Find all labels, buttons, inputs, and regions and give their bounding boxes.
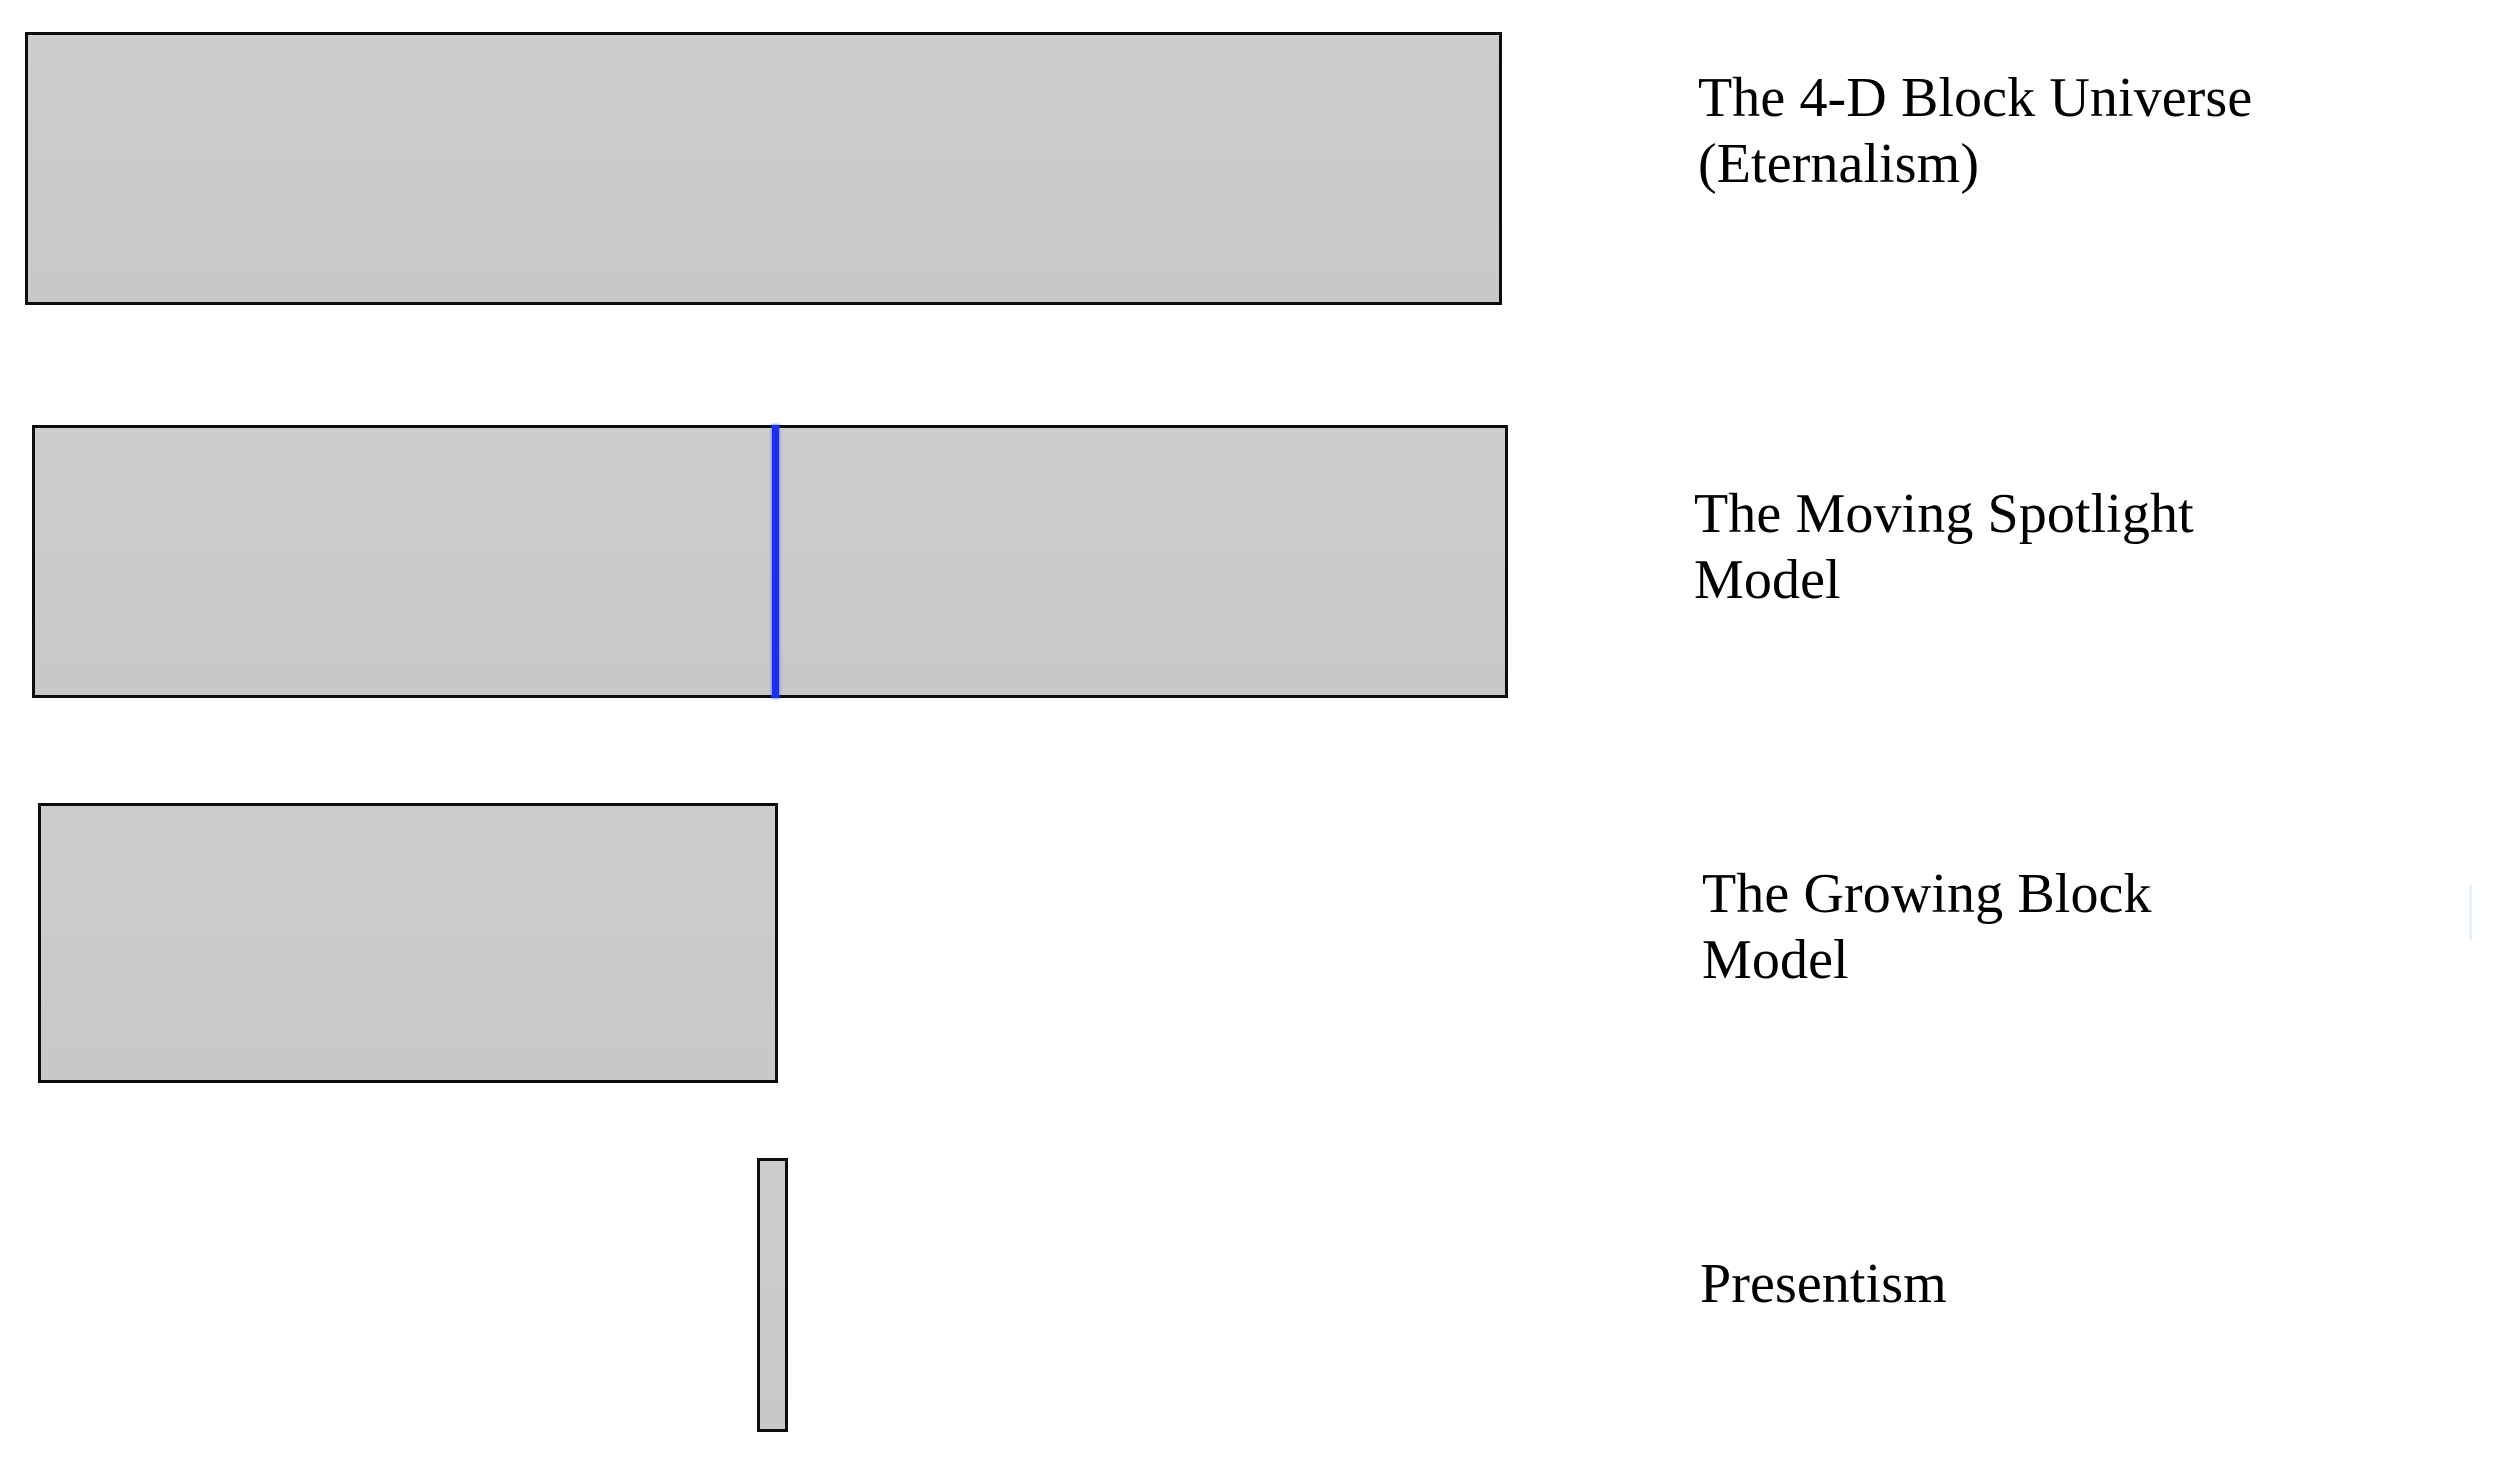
block-fill-growing-block xyxy=(41,806,775,1080)
edge-artifact xyxy=(2469,885,2472,940)
block-fill-eternalism xyxy=(28,35,1499,302)
label-eternalism: The 4-D Block Universe (Eternalism) xyxy=(1698,67,2253,195)
block-fill-presentism xyxy=(760,1161,785,1429)
present-moment-spotlight-line xyxy=(772,425,779,698)
block-fill-moving-spotlight xyxy=(35,428,1505,695)
block-moving-spotlight xyxy=(32,425,1508,698)
block-presentism xyxy=(757,1158,788,1432)
label-presentism: Presentism xyxy=(1700,1253,1947,1315)
label-moving-spotlight: The Moving Spotlight Model xyxy=(1694,483,2194,611)
block-eternalism xyxy=(25,32,1502,305)
label-growing-block: The Growing Block Model xyxy=(1702,863,2152,991)
block-growing-block xyxy=(38,803,778,1083)
